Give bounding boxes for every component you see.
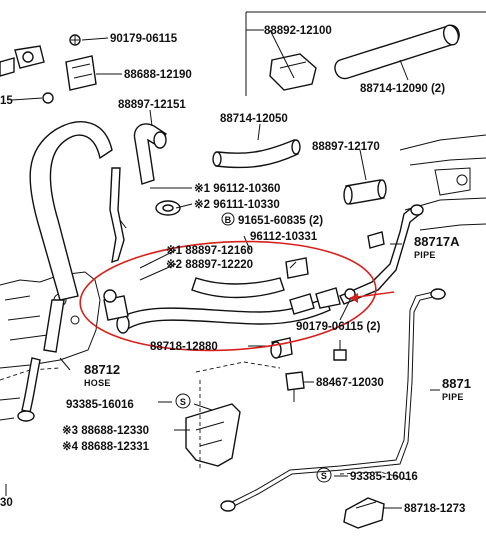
clamp-88892-12100 (269, 53, 317, 91)
label-88714-12090: 88714-12090 (2) (360, 83, 445, 95)
label-88717A-pipe: PIPE (414, 250, 436, 260)
symbol-s-text-2: S (321, 471, 327, 481)
symbol-s-text-1: S (180, 397, 186, 407)
dashed-group-outline (195, 361, 411, 481)
hose-88714-12050 (212, 139, 301, 169)
label-88688-12190: 88688-12190 (124, 69, 192, 81)
symbol-s-circle-1: S (175, 393, 191, 409)
hose-88897-12170 (343, 179, 387, 205)
label-88714-12050: 88714-12050 (220, 113, 288, 125)
hose-long-left (29, 121, 113, 301)
valve-88467-12030 (285, 371, 305, 402)
label-8871-pipe: 8871 (442, 376, 471, 391)
clamp-96112-10331 (285, 257, 309, 279)
label-88712-hose: HOSE (84, 378, 111, 388)
label-93385-16016-left: 93385-16016 (66, 399, 134, 411)
label-88897-12151: 88897-12151 (118, 99, 186, 111)
label-88712: 88712 (84, 362, 120, 377)
label-90179-06115-top: 90179-06115 (110, 33, 178, 45)
highlight-ellipse (79, 240, 377, 352)
label-88467-12030: 88467-12030 (316, 377, 384, 389)
label-88892-12100: 88892-12100 (264, 25, 332, 37)
bracket-88688-12330 (185, 403, 241, 467)
label-96111-10330: ※2 96111-10330 (194, 198, 280, 211)
symbol-b-circle: B (221, 212, 235, 226)
label-88897-12220: ※2 88897-12220 (166, 258, 253, 271)
label-88897-12170: 88897-12170 (312, 141, 380, 153)
bolt-15 (42, 92, 54, 104)
label-88718-1273: 88718-1273 (404, 503, 465, 515)
hose-88714-12090 (334, 24, 460, 80)
highlight-annotation (79, 240, 395, 352)
clamp-96112-10360 (155, 200, 181, 216)
bolt-90179-top (69, 34, 81, 46)
leader-lines (5, 29, 440, 509)
engine-block-left (0, 271, 101, 421)
clamp-88718-1273x (343, 497, 385, 529)
label-88688-12331: ※4 88688-12331 (62, 440, 150, 453)
label-88717A: 88717A (414, 234, 460, 249)
label-88718-12880: 88718-12880 (150, 341, 218, 353)
clamp-top-left (0, 45, 45, 77)
label-88897-12160: ※1 88897-12160 (166, 244, 253, 257)
symbol-b-text: B (225, 215, 232, 225)
elbow-88897-12151 (133, 123, 167, 185)
hose-88897-12160 (191, 277, 285, 299)
label-8871-pipe-sub: PIPE (442, 392, 464, 402)
label-15: 15 (0, 95, 13, 107)
label-91651-60835: 91651-60835 (2) (238, 215, 323, 227)
label-30: 30 (0, 497, 13, 509)
nut-88718 (333, 349, 347, 361)
kit-outline-top-right (245, 11, 486, 96)
pipe-8871-lower (220, 288, 447, 512)
label-93385-16016-right: 93385-16016 (350, 471, 418, 483)
label-96112-10331: 96112-10331 (250, 231, 318, 243)
pipe-assembly-center (103, 287, 341, 334)
symbol-s-circle-2: S (316, 467, 332, 483)
bracket-88688-12190 (65, 55, 97, 91)
label-96112-10360: ※1 96112-10360 (194, 182, 280, 195)
label-90179-06115-2: 90179-06115 (2) (296, 321, 381, 333)
clamp-88718-12880 (270, 337, 293, 359)
engine-block-right (399, 134, 486, 231)
highlight-arrowhead (350, 293, 358, 303)
label-88688-12330: ※3 88688-12330 (62, 424, 149, 437)
